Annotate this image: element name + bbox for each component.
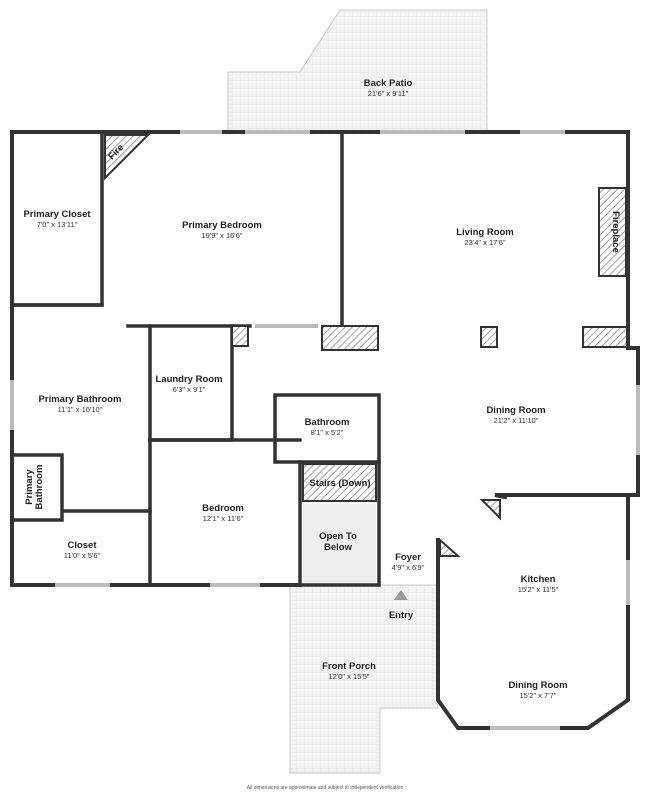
primary-bathroom-small-label: Primary Bathroom <box>24 465 45 510</box>
primary-bathroom-small-line1: Primary <box>24 469 35 505</box>
front-porch-label: Front Porch <box>322 661 376 672</box>
primary-closet-label: Primary Closet <box>23 209 91 220</box>
interior-walls <box>10 130 381 587</box>
fireplace-label: Fireplace <box>610 211 621 253</box>
bedroom-label: Bedroom <box>202 503 244 514</box>
footer-disclaimer: All dimensions are approximate and subje… <box>247 785 404 791</box>
open-to-below-line2: Below <box>324 542 353 553</box>
front-porch-dims: 12'0" x 15'5" <box>328 672 369 681</box>
fireplace-block <box>598 187 627 277</box>
kitchen-label: Kitchen <box>521 574 556 585</box>
fire-block <box>104 134 151 181</box>
corner-block-kitchen <box>439 537 461 557</box>
entry-label: Entry <box>389 610 414 621</box>
exterior-walls <box>10 130 640 730</box>
dining-room-2-dims: 15'2" x 7'7" <box>520 691 557 700</box>
corner-block-dining <box>479 499 501 521</box>
dining-room-dims: 21'2" x 11'10" <box>494 416 539 425</box>
open-to-below-area <box>303 504 376 584</box>
open-to-below-line1: Open To <box>319 531 357 542</box>
closet-dims: 11'0" x 5'6" <box>64 551 101 560</box>
column-block-left <box>321 325 379 351</box>
dining-room-label: Dining Room <box>486 405 545 416</box>
windows <box>10 130 640 730</box>
bedroom-dims: 12'1" x 11'6" <box>203 514 244 523</box>
column-block-laundry <box>231 325 249 347</box>
primary-bathroom-small-line2: Bathroom <box>34 465 45 510</box>
back-patio-area <box>227 9 488 133</box>
foyer-label: Foyer <box>395 552 421 563</box>
primary-bathroom-dims: 11'1" x 16'10" <box>58 405 103 414</box>
foyer-dims: 4'9" x 6'9" <box>392 563 425 572</box>
kitchen-dims: 15'2" x 11'5" <box>518 585 559 594</box>
living-room-label: Living Room <box>456 227 514 238</box>
entry-arrow-icon <box>394 590 408 600</box>
stairs-label: Stairs (Down) <box>309 478 370 489</box>
stairs-area <box>302 463 377 502</box>
closet-label: Closet <box>67 540 97 551</box>
back-patio-dims: 21'6" x 9'11" <box>368 89 409 98</box>
back-patio-label: Back Patio <box>364 78 413 89</box>
primary-bathroom-label: Primary Bathroom <box>39 394 122 405</box>
bathroom-dims: 8'1" x 5'2" <box>311 428 344 437</box>
primary-bedroom-dims: 19'9" x 16'6" <box>201 231 242 240</box>
laundry-room-label: Laundry Room <box>155 374 222 385</box>
living-room-dims: 23'4" x 17'6" <box>464 238 505 247</box>
dining-room-2-label: Dining Room <box>508 680 567 691</box>
column-block-right <box>582 326 628 348</box>
bathroom-label: Bathroom <box>305 417 350 428</box>
primary-bedroom-label: Primary Bedroom <box>182 220 262 231</box>
laundry-room-dims: 6'3" x 9'1" <box>173 385 206 394</box>
column-block-center <box>480 326 498 348</box>
primary-closet-dims: 7'0" x 13'11" <box>37 220 78 229</box>
